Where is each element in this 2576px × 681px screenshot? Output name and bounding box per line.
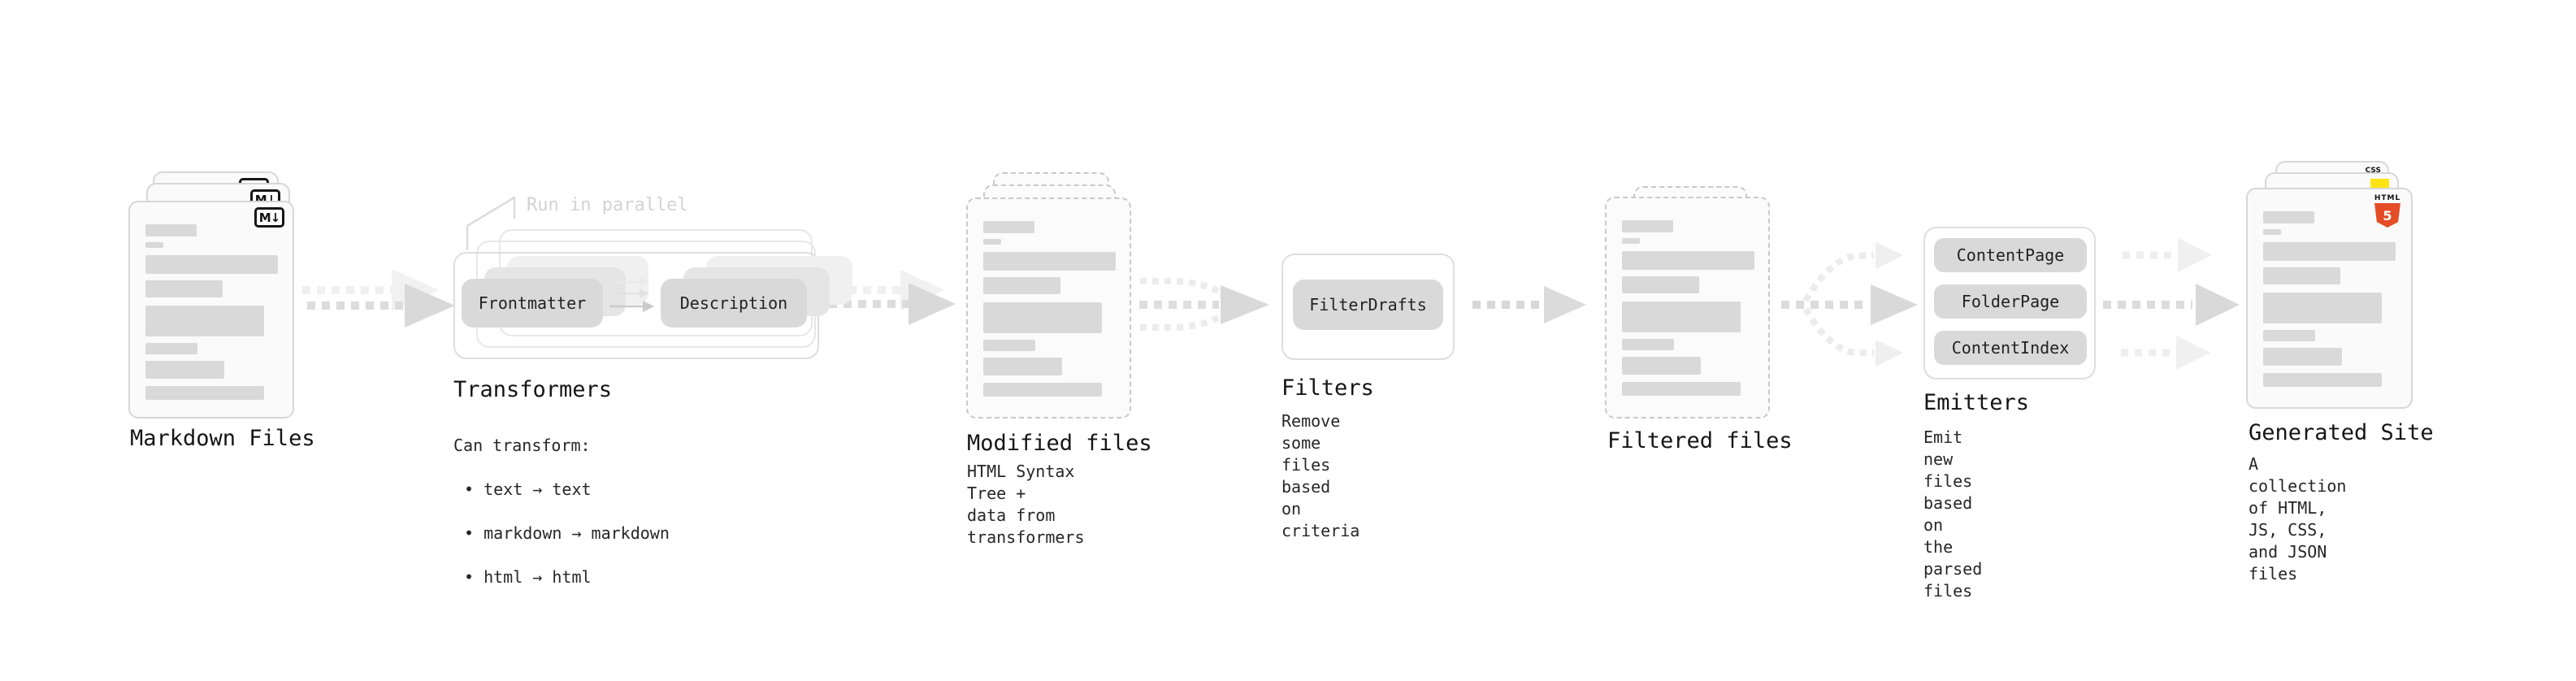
text-line-placeholder [983,358,1062,375]
text-line-placeholder [1622,238,1640,244]
filters-container [1281,254,1455,360]
text-line-placeholder [2263,267,2340,284]
caption-bullet: • html → html [464,567,592,587]
markdown-file-card-front: M↓ [128,201,294,419]
filters-caption: Remove some files based on criteria [1281,411,1360,540]
text-line-placeholder [145,361,224,379]
arrow-markdown-to-transformers [302,269,455,327]
text-line-placeholder [2263,211,2314,223]
caption-bullet: • markdown → markdown [464,523,670,543]
generated-site-label: Generated Site [2249,420,2434,445]
text-line-placeholder [145,306,264,336]
filterdrafts-pill: FilterDrafts [1293,280,1443,330]
text-line-placeholder [983,221,1034,233]
text-line-placeholder [145,343,197,354]
frontmatter-pill: Frontmatter [462,279,603,327]
transformers-label: Transformers [453,377,613,402]
modified-file-card-front [966,197,1131,419]
arrow-filtered-to-emitters-split [1781,242,1918,367]
caption-title: Can transform: [453,436,591,455]
text-line-placeholder [2263,293,2382,323]
text-line-placeholder [983,383,1102,397]
text-line-placeholder [1622,276,1699,293]
text-line-placeholder [1622,251,1754,270]
emitters-caption: Emit new files based on the parsed files [1923,427,1983,601]
generated-site-caption: A collection of HTML, JS, CSS, and JSON … [2249,454,2347,583]
markdown-files-label: Markdown Files [130,426,315,451]
text-line-placeholder [2263,229,2281,235]
arrow-emitters-to-site [2103,238,2240,370]
html5-logo-badge: HTML 5 [2373,194,2402,228]
run-in-parallel-note: Run in parallel [527,195,688,215]
js-logo-badge [2370,179,2389,189]
markdown-logo-badge: M↓ [254,207,284,228]
emitters-label: Emitters [1923,390,2030,415]
text-line-placeholder [983,277,1060,294]
html5-logo-shield: 5 [2374,203,2400,228]
text-line-placeholder [983,302,1102,333]
text-line-placeholder [145,386,264,400]
arrow-filters-to-filtered [1472,286,1586,323]
text-line-placeholder [145,242,163,248]
filters-label: Filters [1281,375,1374,401]
text-line-placeholder [2263,348,2342,366]
modified-files-caption: HTML Syntax Tree + data from transformer… [967,462,1085,547]
text-line-placeholder [983,252,1116,271]
text-line-placeholder [1622,220,1673,232]
caption-bullet: • text → text [464,479,592,499]
text-line-placeholder [2263,330,2315,341]
transformers-caption: Can transform: • text → text • markdown … [453,413,670,610]
text-line-placeholder [145,255,278,274]
text-line-placeholder [2263,242,2396,261]
arrow-modified-to-filters-merge [1139,278,1269,331]
text-line-placeholder [145,224,197,236]
text-line-placeholder [2263,373,2382,387]
folderpage-pill: FolderPage [1934,284,2087,319]
html5-logo-word: HTML [2374,194,2401,202]
text-line-placeholder [1622,382,1741,396]
text-line-placeholder [1622,339,1674,350]
description-pill: Description [661,279,807,327]
text-line-placeholder [983,340,1035,351]
contentindex-pill: ContentIndex [1934,331,2087,365]
filtered-file-card-front [1605,197,1770,419]
site-file-card-html: HTML 5 [2246,188,2413,409]
text-line-placeholder [983,239,1001,245]
emitters-container [1923,227,2096,380]
text-line-placeholder [145,280,223,297]
filtered-files-label: Filtered files [1607,428,1793,453]
text-line-placeholder [1622,357,1701,375]
modified-files-label: Modified files [967,431,1152,456]
text-line-placeholder [1622,301,1741,332]
contentpage-pill: ContentPage [1934,238,2087,272]
